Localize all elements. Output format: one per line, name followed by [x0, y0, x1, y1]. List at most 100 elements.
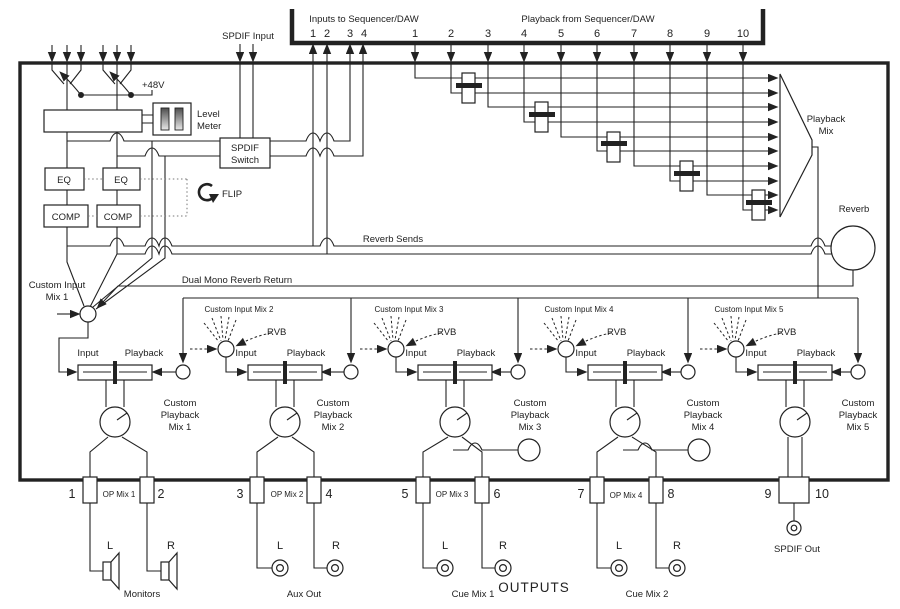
output-num: 10: [815, 487, 829, 501]
analog-input-arrows: [47, 45, 136, 63]
input-selector: [51, 63, 153, 110]
section3-playback-label: Playback: [457, 348, 496, 359]
section4-title: Custom Input Mix 4: [545, 305, 614, 314]
playback-num: 2: [448, 28, 454, 40]
monitors-l-label: L: [107, 540, 113, 552]
spdif-out-label: SPDIF Out: [774, 544, 820, 555]
rca-jacks: [271, 520, 802, 577]
playback-num: 8: [667, 28, 673, 40]
section-wiring: [57, 309, 851, 377]
playback-mix-summer: [779, 73, 813, 218]
playback-num: 7: [631, 28, 637, 40]
headphone-node-cue2: [687, 438, 711, 462]
reverb-label: Reverb: [839, 204, 870, 215]
meter-bar-icon: [160, 107, 170, 131]
section4-cpm-2: Playback: [684, 410, 723, 421]
section2-input-label: Input: [235, 348, 256, 359]
aux-r-label: R: [332, 540, 340, 552]
section1-playback-label: Playback: [125, 348, 164, 359]
cue2-r-label: R: [673, 540, 681, 552]
section4-cpm-3: Mix 4: [692, 422, 715, 433]
output-num: 3: [237, 487, 244, 501]
output-socket-4: [306, 476, 322, 504]
playback-num: 6: [594, 28, 600, 40]
playback-num: 10: [737, 28, 749, 40]
eq-label-1: EQ: [57, 175, 71, 186]
comp-label-1: COMP: [52, 212, 81, 223]
section1-cpm-3: Mix 1: [169, 422, 192, 433]
spdif-input-label: SPDIF Input: [222, 31, 274, 42]
op-mix-label-1: OP Mix 1: [103, 490, 136, 499]
playback-channel-arrows: [410, 45, 748, 63]
output-socket-8: [648, 476, 664, 504]
section5-cpm-1: Custom: [842, 398, 875, 409]
knob-icon-5: [779, 406, 811, 438]
section4-input-label: Input: [575, 348, 596, 359]
section2-title: Custom Input Mix 2: [205, 305, 274, 314]
output-socket-6: [474, 476, 490, 504]
playback-node-1: [175, 364, 191, 380]
playback-node-3: [510, 364, 526, 380]
cue1-r-label: R: [499, 540, 507, 552]
knob-wiring: [89, 380, 805, 477]
op-mix-label-4: OP Mix 4: [610, 491, 643, 500]
section3-cpm-2: Playback: [511, 410, 550, 421]
playback-node-5: [850, 364, 866, 380]
section5-cpm-3: Mix 5: [847, 422, 870, 433]
cue2-l-label: L: [616, 540, 622, 552]
playback-matrix-wiring: [414, 63, 779, 215]
phantom-label: +48V: [142, 80, 165, 91]
section5-cpm-2: Playback: [839, 410, 878, 421]
output-socket-9-10: [778, 476, 810, 504]
channel-strip-wiring: [66, 132, 220, 310]
section1-input-label: Input: [77, 348, 98, 359]
section5-rvb-label: RVB: [777, 327, 796, 338]
output-wiring: [89, 503, 795, 572]
daw-input-num: 2: [324, 28, 330, 40]
section4-cpm-1: Custom: [687, 398, 720, 409]
section1-title-2: Mix 1: [46, 292, 69, 303]
playback-num: 5: [558, 28, 564, 40]
reverb-sends-label: Reverb Sends: [363, 234, 423, 245]
playback-num: 3: [485, 28, 491, 40]
playback-distribution-bus: [178, 297, 863, 364]
output-num: 5: [402, 487, 409, 501]
reverb-send-lines: [67, 237, 837, 256]
daw-inputs-title: Inputs to Sequencer/DAW: [309, 14, 419, 25]
daw-bracket: [289, 9, 766, 46]
section3-rvb-label: RVB: [437, 327, 456, 338]
output-num: 7: [578, 487, 585, 501]
daw-input-num: 3: [347, 28, 353, 40]
aux-l-label: L: [277, 540, 283, 552]
section1-title-1: Custom Input: [29, 280, 86, 291]
output-socket-3: [249, 476, 265, 504]
crossfaders: [77, 361, 833, 384]
labels: Inputs to Sequencer/DAW Playback from Se…: [29, 14, 878, 600]
section2-cpm-1: Custom: [317, 398, 350, 409]
daw-playback-title: Playback from Sequencer/DAW: [521, 14, 654, 25]
output-socket-5: [415, 476, 431, 504]
playback-node-2: [343, 364, 359, 380]
phantom-power-line: [81, 90, 153, 96]
output-num: 9: [765, 487, 772, 501]
meter-link: [142, 114, 153, 124]
flip-label: FLIP: [222, 189, 242, 200]
speaker-icon-left: [102, 561, 112, 581]
section3-cpm-3: Mix 3: [519, 422, 542, 433]
comp-label-2: COMP: [104, 212, 133, 223]
playback-node-4: [680, 364, 696, 380]
op-mix-label-3: OP Mix 3: [436, 490, 469, 499]
knob-icon-4: [609, 406, 641, 438]
spdif-input-arrows: [235, 44, 258, 138]
output-num: 4: [326, 487, 333, 501]
output-num: 1: [69, 487, 76, 501]
playback-num: 4: [521, 28, 527, 40]
op-mix-label-2: OP Mix 2: [271, 490, 304, 499]
input-mix-node-5: [727, 340, 745, 358]
level-meter-label-2: Meter: [197, 121, 221, 132]
daw-input-num: 1: [310, 28, 316, 40]
input-mix-node-1: [79, 305, 97, 323]
section2-cpm-2: Playback: [314, 410, 353, 421]
flip-icon: [197, 182, 219, 203]
